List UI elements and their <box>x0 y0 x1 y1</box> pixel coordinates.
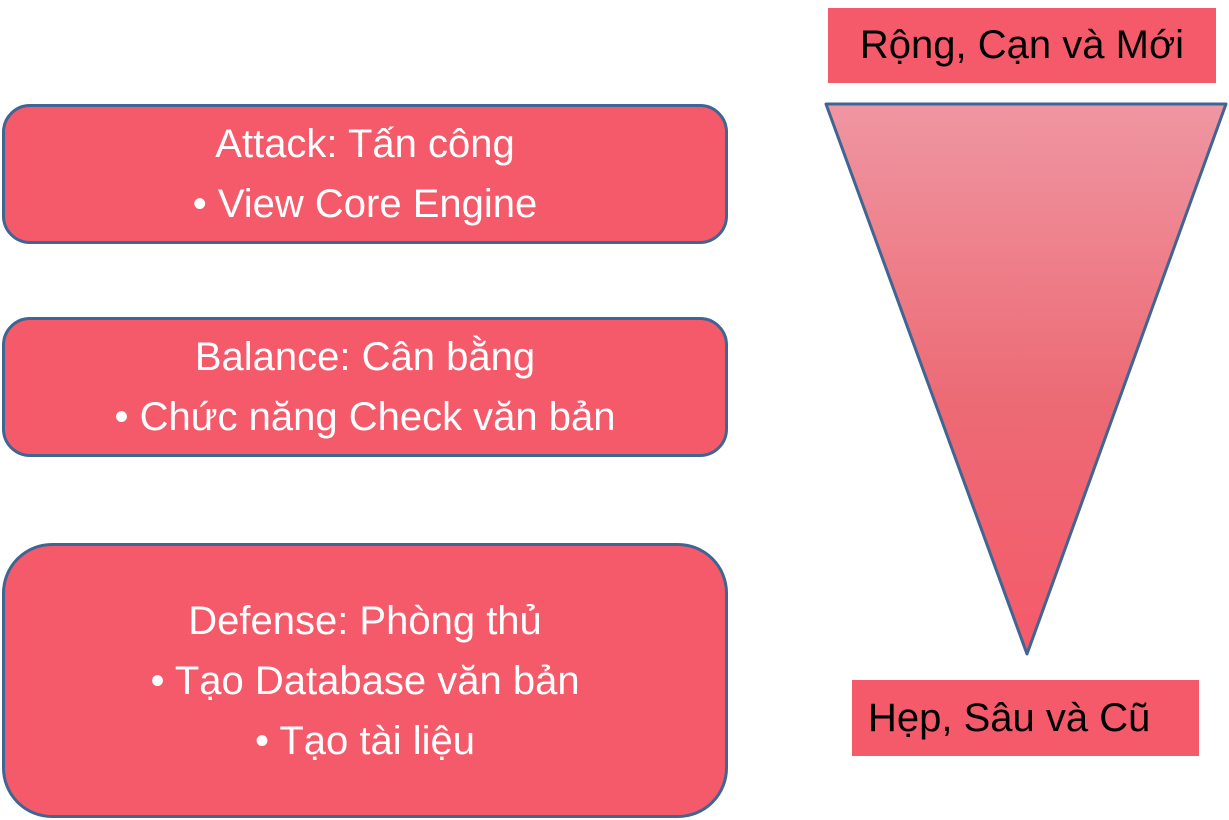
attack-bullet: • View Core Engine <box>192 182 538 226</box>
defense-box: Defense: Phòng thủ • Tạo Database văn bả… <box>2 543 728 818</box>
funnel-triangle <box>824 102 1228 656</box>
funnel-bottom-label: Hẹp, Sâu và Cũ <box>852 680 1199 756</box>
attack-box: Attack: Tấn công • View Core Engine <box>2 104 728 244</box>
balance-bullet: • Chức năng Check văn bản <box>114 395 616 439</box>
balance-box: Balance: Cân bằng • Chức năng Check văn … <box>2 317 728 457</box>
defense-title: Defense: Phòng thủ <box>188 598 542 643</box>
defense-bullet-1: • Tạo Database văn bản <box>150 658 580 703</box>
balance-title: Balance: Cân bằng <box>194 335 536 379</box>
funnel-top-label: Rộng, Cạn và Mới <box>828 8 1216 83</box>
attack-title: Attack: Tấn công <box>215 122 515 166</box>
defense-bullet-2: • Tạo tài liệu <box>254 718 476 763</box>
